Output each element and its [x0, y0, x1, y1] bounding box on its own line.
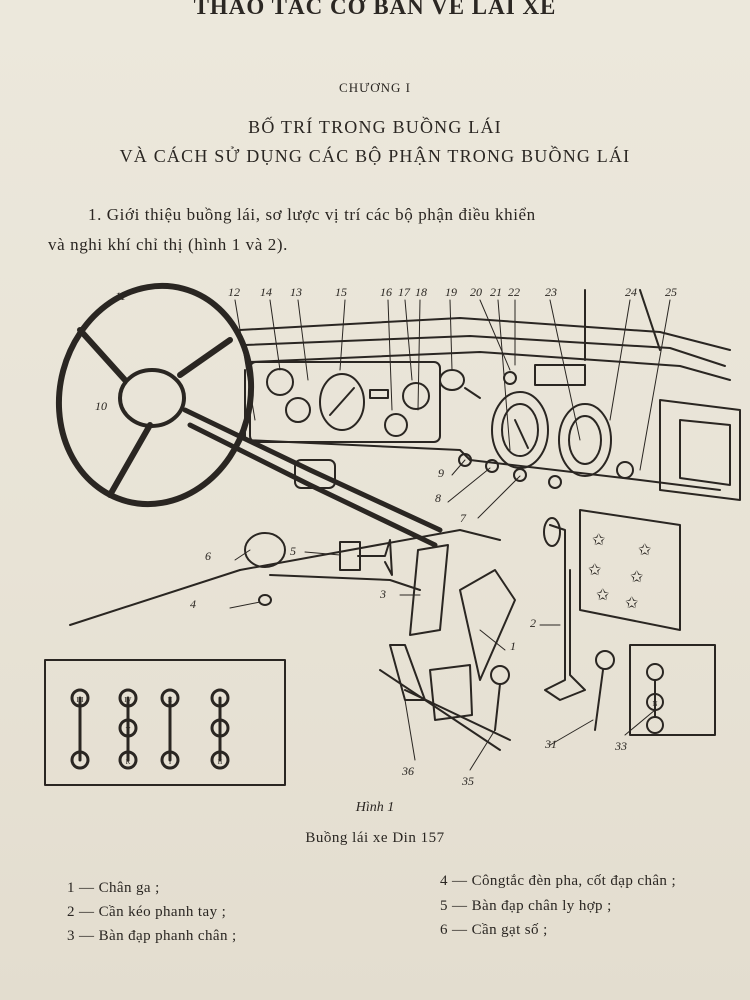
legend-text: Cần kéo phanh tay ;: [98, 904, 227, 920]
gear-position-label: I: [219, 696, 222, 704]
legend-item-6: 6 — Cần gạt số ;: [440, 922, 548, 939]
svg-text:✩: ✩: [638, 540, 652, 559]
intro-paragraph-line2: và nghi khí chỉ thị (hình 1 và 2).: [48, 235, 288, 254]
diagram-label-15: 15: [335, 285, 347, 299]
svg-text:✩: ✩: [588, 560, 602, 579]
diagram-label-33: 33: [614, 739, 627, 753]
diagram-label-13: 13: [290, 285, 302, 299]
legend-dash: —: [447, 922, 472, 938]
legend-item-1: 1 — Chân ga ;: [67, 880, 160, 897]
legend-text: Cần gạt số ;: [471, 922, 548, 938]
gear-position-label: II: [168, 696, 173, 704]
legend-number: 2: [67, 904, 75, 920]
diagram-label-9: 9: [438, 466, 444, 480]
legend-number: 1: [67, 880, 75, 896]
legend-dash: —: [74, 928, 99, 944]
diagram-label-10: 10: [95, 399, 107, 413]
diagram-label-21: 21: [490, 285, 502, 299]
legend-dash: —: [447, 873, 472, 889]
diagram-label-14: 14: [260, 285, 272, 299]
legend-dash: —: [447, 898, 472, 914]
section-heading-line1: BỐ TRÍ TRONG BUỒNG LÁI: [248, 117, 502, 137]
gear-position-label: IV: [124, 696, 131, 704]
diagram-label-6: 6: [205, 549, 211, 563]
diagram-label-2: 2: [530, 616, 536, 630]
legend-number: 3: [67, 928, 75, 944]
diagram-label-1: 1: [510, 639, 516, 653]
svg-text:✩: ✩: [625, 593, 639, 612]
diagram-label-3: 3: [379, 587, 386, 601]
figure-caption-subtitle: Buồng lái xe Din 157: [305, 830, 445, 846]
diagram-label-8: 8: [435, 491, 441, 505]
legend-dash: —: [74, 880, 99, 896]
diagram-label-16: 16: [380, 285, 392, 299]
legend-text: Chân ga ;: [98, 880, 160, 896]
diagram-label-20: 20: [470, 285, 482, 299]
gear-position-label: I: [169, 758, 172, 766]
diagram-label-12: 12: [228, 285, 240, 299]
diagram-label-4: 4: [190, 597, 196, 611]
gear-position-label: N: [652, 700, 657, 708]
diagram-label-17: 17: [398, 285, 411, 299]
diagram-label-19: 19: [445, 285, 457, 299]
diagram-label-5: 5: [290, 544, 296, 558]
intro-paragraph-line1: 1. Giới thiệu buồng lái, sơ lược vị trí …: [88, 205, 536, 224]
gear-position-label: R: [126, 758, 131, 766]
diagram-label-18: 18: [415, 285, 427, 299]
legend-dash: —: [74, 904, 99, 920]
svg-text:✩: ✩: [596, 585, 610, 604]
legend-item-3: 3 — Bàn đạp phanh chân ;: [67, 928, 237, 945]
diagram-label-31: 31: [544, 737, 557, 751]
gear-position-label: II: [218, 758, 223, 766]
legend-text: Bàn đạp phanh chân ;: [98, 928, 237, 944]
diagram-label-36: 36: [401, 764, 414, 778]
legend-text: Côngtắc đèn pha, cốt đạp chân ;: [471, 873, 677, 889]
svg-text:✩: ✩: [630, 567, 644, 586]
legend-number: 5: [440, 898, 448, 914]
section-heading-line2: VÀ CÁCH SỬ DỤNG CÁC BỘ PHẬN TRONG BUỒNG …: [119, 146, 631, 166]
gear-position-label: III: [77, 696, 85, 704]
diagram-label-24: 24: [625, 285, 637, 299]
cab-diagram: ✩ ✩ ✩ ✩ ✩ ✩ 1234567891011121314151617181…: [44, 282, 741, 788]
page-top-title: THAO TÁC CƠ BẢN VỀ LÁI XE: [193, 0, 557, 19]
diagram-label-11: 11: [115, 289, 126, 303]
diagram-label-22: 22: [508, 285, 520, 299]
legend-number: 6: [440, 922, 448, 938]
diagram-label-25: 25: [665, 285, 677, 299]
svg-text:✩: ✩: [592, 530, 606, 549]
legend-item-4: 4 — Côngtắc đèn pha, cốt đạp chân ;: [440, 873, 676, 890]
legend-text: Bàn đạp chân ly hợp ;: [471, 898, 612, 914]
legend-number: 4: [440, 873, 448, 889]
legend-item-5: 5 — Bàn đạp chân ly hợp ;: [440, 898, 612, 915]
gear-position-label: V: [125, 726, 130, 734]
diagram-label-23: 23: [545, 285, 557, 299]
diagram-label-7: 7: [460, 511, 467, 525]
chapter-label: CHƯƠNG I: [339, 80, 411, 95]
legend-item-2: 2 — Cần kéo phanh tay ;: [67, 904, 226, 921]
diagram-label-35: 35: [461, 774, 474, 788]
figure-caption-title: Hình 1: [355, 800, 395, 815]
